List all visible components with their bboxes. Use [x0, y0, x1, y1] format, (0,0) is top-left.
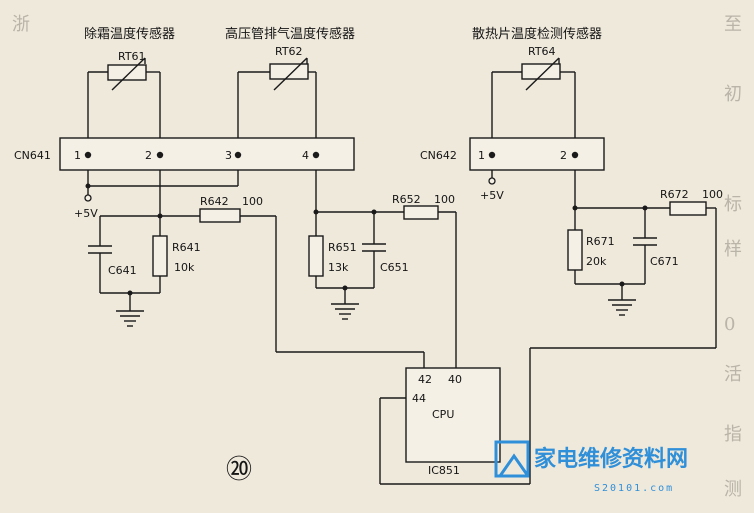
cn642-pin-1: 1: [478, 149, 485, 162]
r672-value: 100: [702, 188, 723, 201]
plus5v-right: [488, 170, 496, 185]
r651-value: 13k: [328, 261, 349, 274]
plus5v-left: [84, 170, 239, 202]
watermark-sub: S20101.com: [594, 483, 674, 494]
r671-label: R671: [586, 235, 615, 248]
rt61-thermistor: [87, 57, 161, 138]
watermark-logo-icon: [494, 440, 530, 478]
cn642-label: CN642: [420, 149, 457, 162]
watermark-text: 家电维修资料网: [534, 446, 688, 472]
cn641-connector: 1 2 3 4: [59, 137, 355, 171]
r641-value: 10k: [174, 261, 195, 274]
heatsink-channel: [379, 170, 717, 485]
plus5v-left-label: +5V: [74, 207, 98, 220]
c641-label: C641: [108, 264, 137, 277]
rt64-thermistor: [491, 57, 576, 138]
discharge-channel: [308, 170, 457, 368]
cpu-pin-44: 44: [412, 392, 426, 405]
c651-label: C651: [380, 261, 409, 274]
bleed-char: 标: [724, 194, 742, 215]
cn641-label: CN641: [14, 149, 51, 162]
cpu-ic851: [405, 367, 501, 463]
bleed-char: 样: [724, 239, 742, 260]
cpu-pin-42: 42: [418, 373, 432, 386]
cn641-pin-2: 2: [145, 149, 152, 162]
cn641-pin-3: 3: [225, 149, 232, 162]
r652-value: 100: [434, 193, 455, 206]
defrost-sensor-title: 除霜温度传感器: [84, 26, 175, 42]
rt62-thermistor: [237, 57, 317, 138]
cpu-pin-40: 40: [448, 373, 462, 386]
bleed-char: 活: [724, 364, 742, 385]
bleed-char: 至: [724, 14, 742, 35]
plus5v-right-label: +5V: [480, 189, 504, 202]
r671-value: 20k: [586, 255, 607, 268]
r672-label: R672: [660, 188, 689, 201]
rt62-label: RT62: [275, 45, 303, 58]
bleed-char: 浙: [12, 14, 30, 35]
r652-label: R652: [392, 193, 421, 206]
r651-label: R651: [328, 241, 357, 254]
bleed-char: 初: [724, 84, 742, 105]
cn642-pin-2: 2: [560, 149, 567, 162]
cn642-connector: 1 2: [469, 137, 605, 171]
c671-label: C671: [650, 255, 679, 268]
r642-value: 100: [242, 195, 263, 208]
discharge-sensor-title: 高压管排气温度传感器: [225, 26, 355, 42]
background-bleed-text: 至 标 样 初 0 浙 活 指 测: [12, 14, 742, 500]
cn641-pin-4: 4: [302, 149, 309, 162]
defrost-channel: [88, 170, 425, 368]
rt64-label: RT64: [528, 45, 556, 58]
r642-label: R642: [200, 195, 229, 208]
figure-number: ⑳: [226, 455, 252, 485]
bleed-char: 0: [724, 314, 735, 335]
rt61-label: RT61: [118, 50, 146, 63]
heatsink-sensor-title: 散热片温度检测传感器: [472, 26, 602, 42]
bleed-char: 测: [724, 479, 742, 500]
cpu-label: CPU: [432, 408, 454, 421]
r641-label: R641: [172, 241, 201, 254]
bleed-char: 指: [724, 424, 742, 445]
cn641-pin-1: 1: [74, 149, 81, 162]
ic851-label: IC851: [428, 464, 460, 477]
site-watermark: 家电维修资料网 S20101.com: [494, 440, 688, 494]
